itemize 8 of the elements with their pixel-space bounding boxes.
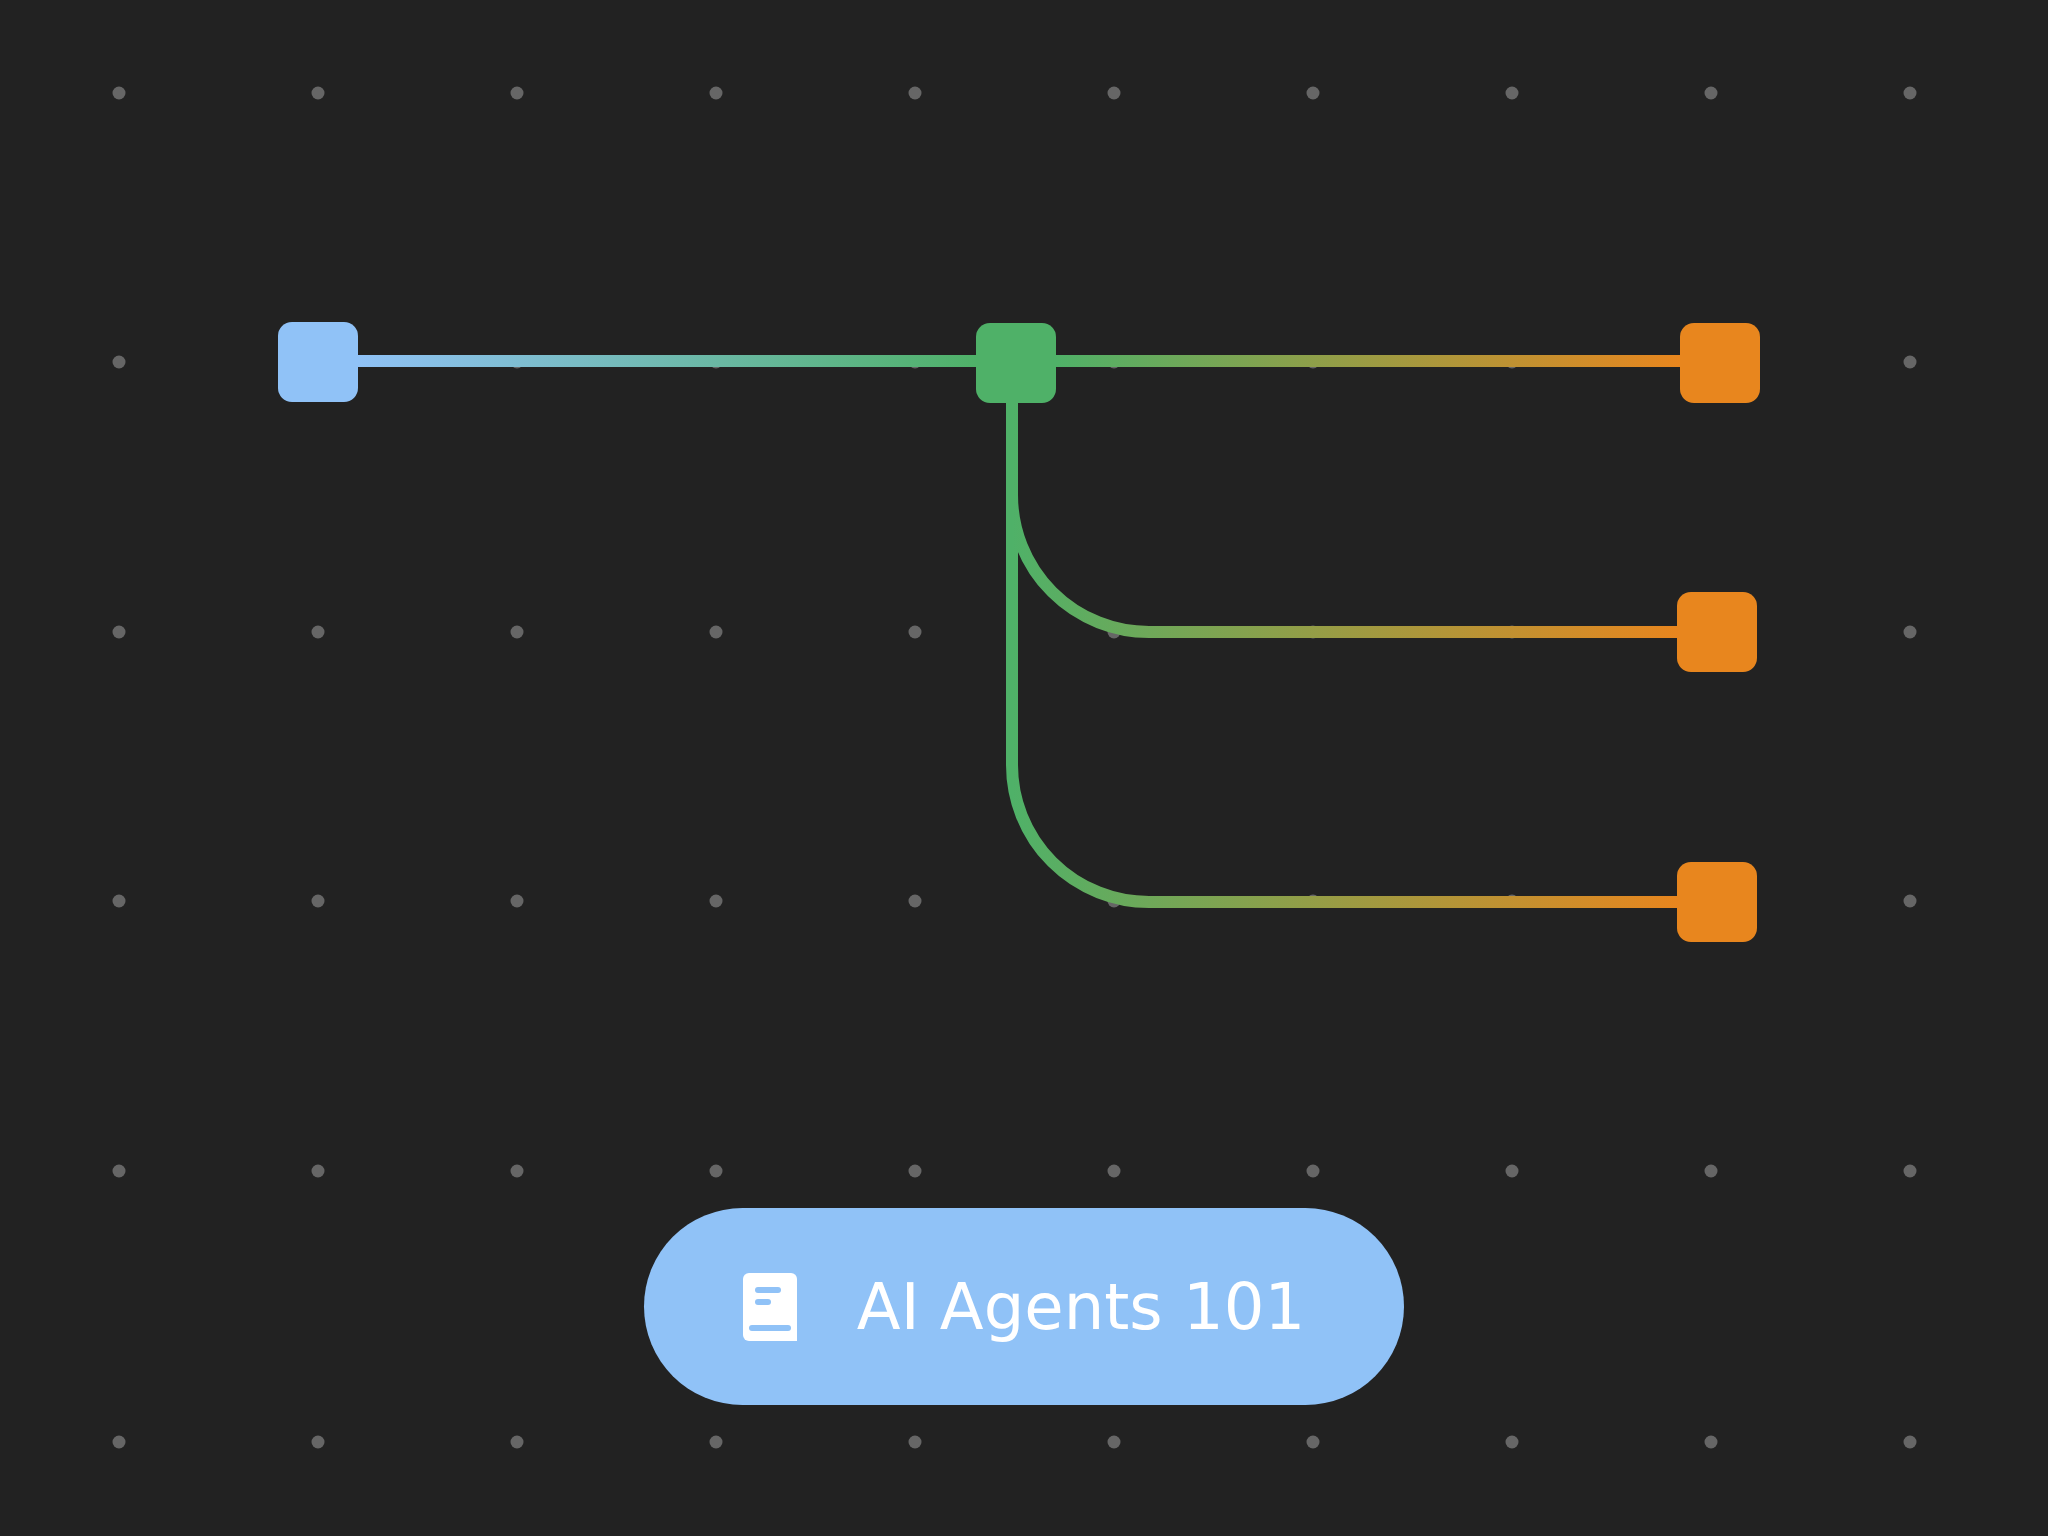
square-node bbox=[1677, 862, 1757, 942]
connector-line bbox=[358, 355, 976, 367]
square-node bbox=[278, 322, 358, 402]
square-node bbox=[976, 323, 1056, 403]
connector-line bbox=[1056, 355, 1680, 367]
title-text: AI Agents 101 bbox=[856, 1269, 1306, 1344]
square-node bbox=[1680, 323, 1760, 403]
square-node bbox=[1677, 592, 1757, 672]
